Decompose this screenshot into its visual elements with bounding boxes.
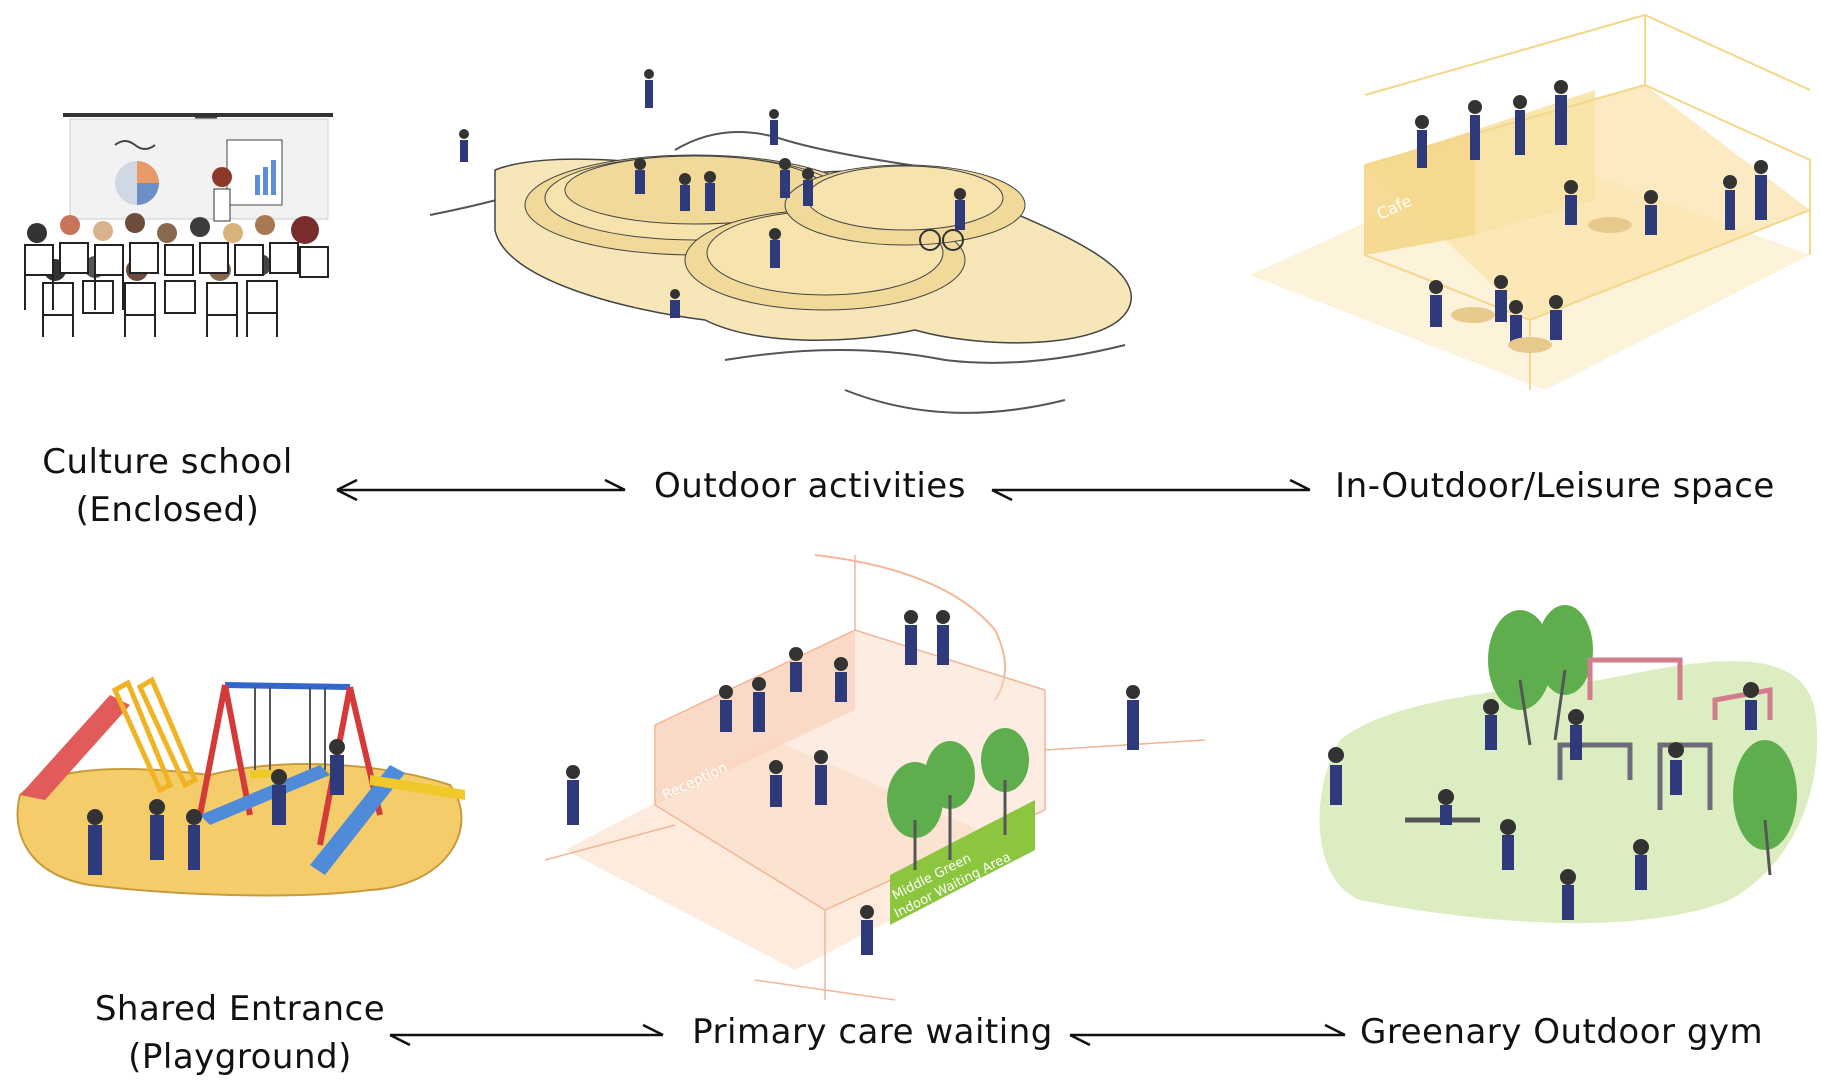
leisure-space-label: In-Outdoor/Leisure space [1335,462,1775,510]
outdoor-gym-label: Greenary Outdoor gym [1360,1008,1764,1056]
shared-entrance-label: Shared Entrance (Playground) [85,985,395,1081]
playground-illustration [10,675,470,905]
outdoor-gym-illustration [1300,600,1820,960]
double-arrow-outdoor-leisure [990,470,1315,510]
culture-school-label: Culture school (Enclosed) [20,438,315,534]
primary-care-illustration: Reception Middle Green Indoor Waiting Ar… [525,550,1225,1010]
double-arrow-care-gym [1068,1015,1350,1055]
culture-school-label-line1: Culture school [42,442,293,482]
outdoor-gym-label-line1: Greenary Outdoor gym [1360,1012,1764,1052]
culture-school-label-line2: (Enclosed) [75,490,260,530]
leisure-space-label-line1: In-Outdoor/Leisure space [1335,466,1775,506]
double-arrow-entrance-care [388,1015,668,1055]
primary-care-label-line1: Primary care waiting [692,1012,1053,1052]
shared-entrance-label-line1: Shared Entrance [94,989,386,1029]
outdoor-activities-illustration [425,60,1185,430]
primary-care-label: Primary care waiting [690,1008,1055,1056]
leisure-space-illustration: Cafe [1245,10,1815,450]
culture-school-illustration [15,105,360,345]
outdoor-activities-label: Outdoor activities [650,462,970,510]
outdoor-activities-label-line1: Outdoor activities [654,466,966,506]
shared-entrance-label-line2: (Playground) [128,1037,352,1077]
double-arrow-culture-outdoor [335,470,630,510]
